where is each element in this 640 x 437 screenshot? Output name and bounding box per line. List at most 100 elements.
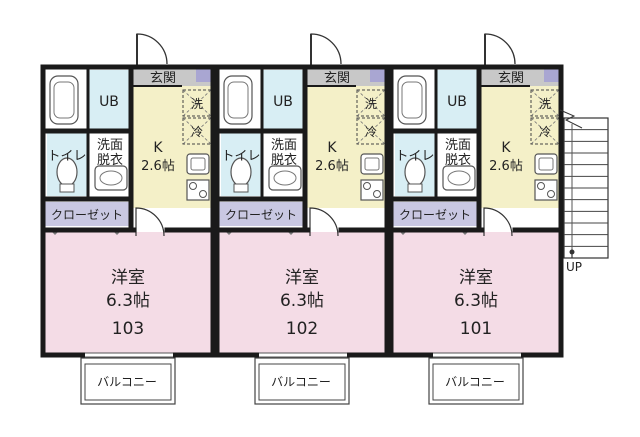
entrance	[480, 68, 560, 86]
entrance-door-swing	[310, 33, 342, 66]
fridge-mark: 冷	[191, 125, 203, 139]
kitchen-sink	[360, 153, 384, 175]
western-room	[392, 232, 560, 354]
closet	[393, 202, 477, 226]
kitchen-label: K	[153, 140, 163, 156]
fridge-cross	[530, 117, 560, 145]
stove	[534, 179, 558, 201]
room-label: 洋室	[459, 268, 493, 288]
balcony-rail	[84, 363, 172, 401]
washer-mark: 洗	[191, 97, 203, 111]
room-door-swing	[135, 207, 165, 237]
bathtub-inner	[53, 81, 75, 119]
balcony-rail	[258, 363, 346, 401]
stair-break-mark	[559, 109, 583, 129]
stove-burner	[199, 190, 207, 198]
unit-number: 103	[112, 319, 144, 339]
wash-basin	[94, 165, 128, 191]
closet-label: クローゼット	[399, 208, 471, 222]
entrance-door-swing	[136, 33, 168, 66]
closet	[219, 202, 303, 226]
unit-number: 101	[460, 319, 492, 339]
stove-burner	[547, 190, 555, 198]
units-layer: バルコニーUBトイレ洗面脱衣クローゼット玄関K2.6帖洗冷洋室6.3帖103バル…	[40, 33, 564, 405]
room-size: 6.3帖	[106, 291, 150, 311]
bathtub-inner	[401, 81, 423, 119]
room-door-swing	[483, 207, 513, 237]
fridge-mark: 冷	[365, 125, 377, 139]
entrance-door-swing	[484, 33, 516, 66]
entrance	[306, 68, 386, 86]
stove-burner	[363, 182, 371, 190]
washer-mark: 洗	[539, 97, 551, 111]
closet	[45, 202, 129, 226]
kitchen-sink-bowl	[538, 157, 554, 171]
kitchen-sink	[186, 153, 210, 175]
bath	[261, 70, 305, 130]
fridge-cross	[356, 117, 386, 145]
stove-burner	[189, 182, 197, 190]
washer-cross	[530, 89, 560, 117]
room-size: 6.3帖	[280, 291, 324, 311]
wash-basin	[268, 165, 302, 191]
washer-mark: 洗	[365, 97, 377, 111]
toilet-tank	[233, 183, 249, 193]
wash-basin	[442, 165, 476, 191]
bath-label: UB	[273, 94, 293, 110]
washer-cross	[182, 89, 212, 117]
entrance-label: 玄関	[498, 71, 524, 86]
entrance-label: 玄関	[324, 71, 350, 86]
bath	[87, 70, 131, 130]
bath	[435, 70, 479, 130]
kitchen-size: 2.6帖	[489, 159, 523, 174]
entrance-label: 玄関	[150, 71, 176, 86]
kitchen-size: 2.6帖	[315, 159, 349, 174]
toilet-tank	[59, 183, 75, 193]
entrance-step	[370, 68, 386, 82]
toilet-label: トイレ	[395, 149, 434, 164]
entrance-step	[544, 68, 560, 82]
kitchen-label: K	[327, 140, 337, 156]
washroom-label: 洗面脱衣	[445, 138, 471, 168]
fridge-mark: 冷	[539, 125, 551, 139]
stove	[186, 179, 210, 201]
bathtub	[223, 75, 253, 125]
balcony	[80, 357, 176, 405]
stair-arrow-origin	[569, 249, 575, 255]
toilet-label: トイレ	[47, 149, 86, 164]
wash-basin-bowl	[273, 170, 297, 186]
unit-number: 102	[286, 319, 318, 339]
room-size: 6.3帖	[454, 291, 498, 311]
room-label: 洋室	[285, 268, 319, 288]
balcony	[254, 357, 350, 405]
balcony-label: バルコニー	[97, 375, 157, 389]
kitchen-size: 2.6帖	[141, 159, 175, 174]
balcony-rail	[432, 363, 520, 401]
kitchen-label: K	[501, 140, 511, 156]
stove	[360, 179, 384, 201]
stove-burner	[373, 190, 381, 198]
bathtub-inner	[227, 81, 249, 119]
entrance	[132, 68, 212, 86]
washroom-label: 洗面脱衣	[97, 138, 123, 168]
western-room	[218, 232, 386, 354]
stove-burner	[537, 182, 545, 190]
closet-label: クローゼット	[51, 208, 123, 222]
wash-basin-bowl	[447, 170, 471, 186]
fridge-cross	[182, 117, 212, 145]
western-room	[44, 232, 212, 354]
kitchen-sink	[534, 153, 558, 175]
closet-label: クローゼット	[225, 208, 297, 222]
stairs: UP	[559, 109, 609, 274]
washer-cross	[356, 89, 386, 117]
room-door-swing	[309, 207, 339, 237]
room-label: 洋室	[111, 268, 145, 288]
toilet-tank	[407, 183, 423, 193]
bath-label: UB	[99, 94, 119, 110]
wash-basin-bowl	[99, 170, 123, 186]
toilet-label: トイレ	[221, 149, 260, 164]
entrance-step	[196, 68, 212, 82]
